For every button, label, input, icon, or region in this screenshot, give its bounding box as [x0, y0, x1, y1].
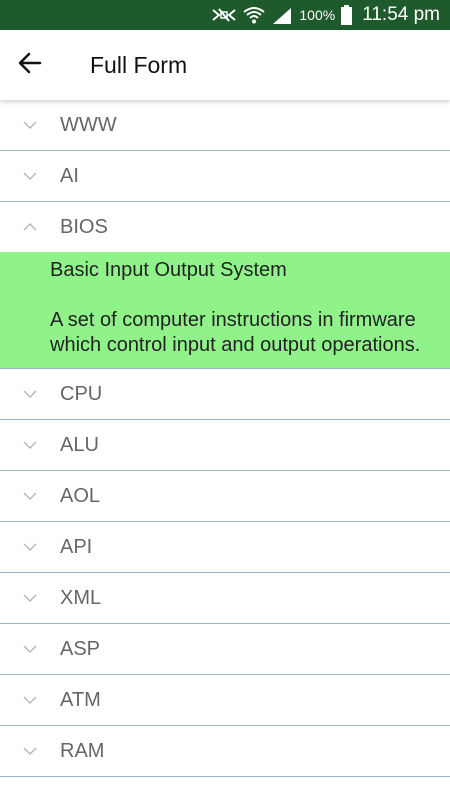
- chevron-down-icon: [0, 675, 60, 725]
- list-item-asp[interactable]: ASP: [0, 624, 450, 675]
- wifi-icon: [243, 6, 265, 24]
- expanded-detail-panel: Basic Input Output System A set of compu…: [0, 252, 450, 369]
- full-form-list: WWW AI BIOS Basic Input Output System A …: [0, 100, 450, 777]
- list-item-label: CPU: [60, 382, 103, 405]
- chevron-down-icon: [0, 624, 60, 674]
- mute-icon: [211, 6, 237, 24]
- list-item-label: RAM: [60, 739, 105, 762]
- page-title: Full Form: [90, 51, 188, 78]
- chevron-down-icon: [0, 151, 60, 201]
- list-item-label: ASP: [60, 637, 101, 660]
- list-item-xml[interactable]: XML: [0, 573, 450, 624]
- signal-icon: [271, 6, 293, 24]
- description-text: A set of computer instructions in firmwa…: [50, 309, 421, 356]
- battery-icon: [341, 5, 353, 25]
- chevron-down-icon: [0, 522, 60, 572]
- list-item-label: WWW: [60, 113, 117, 136]
- list-item-bios[interactable]: BIOS: [0, 202, 450, 252]
- battery-percent: 100%: [299, 7, 336, 23]
- list-item-www[interactable]: WWW: [0, 100, 450, 151]
- status-time: 11:54 pm: [362, 4, 440, 25]
- list-item-label: BIOS: [60, 215, 108, 238]
- chevron-up-icon: [0, 202, 60, 252]
- list-item-label: XML: [60, 586, 102, 609]
- list-item-label: API: [60, 535, 93, 558]
- list-item-atm[interactable]: ATM: [0, 675, 450, 726]
- app-bar: Full Form: [0, 30, 450, 100]
- chevron-down-icon: [0, 573, 60, 623]
- list-item-ai[interactable]: AI: [0, 151, 450, 202]
- list-item-label: AOL: [60, 484, 101, 507]
- chevron-down-icon: [0, 471, 60, 521]
- list-item-label: ALU: [60, 433, 99, 456]
- arrow-left-icon: [18, 52, 42, 79]
- chevron-down-icon: [0, 420, 60, 470]
- back-button[interactable]: [0, 30, 60, 100]
- list-item-cpu[interactable]: CPU: [0, 369, 450, 420]
- full-form-text: Basic Input Output System: [50, 259, 287, 281]
- list-item-label: AI: [60, 164, 79, 187]
- chevron-down-icon: [0, 726, 60, 776]
- list-item-alu[interactable]: ALU: [0, 420, 450, 471]
- list-item-ram[interactable]: RAM: [0, 726, 450, 777]
- chevron-down-icon: [0, 100, 60, 150]
- status-bar: 100% 11:54 pm: [0, 0, 450, 30]
- list-item-api[interactable]: API: [0, 522, 450, 573]
- chevron-down-icon: [0, 369, 60, 419]
- list-item-label: ATM: [60, 688, 101, 711]
- list-item-aol[interactable]: AOL: [0, 471, 450, 522]
